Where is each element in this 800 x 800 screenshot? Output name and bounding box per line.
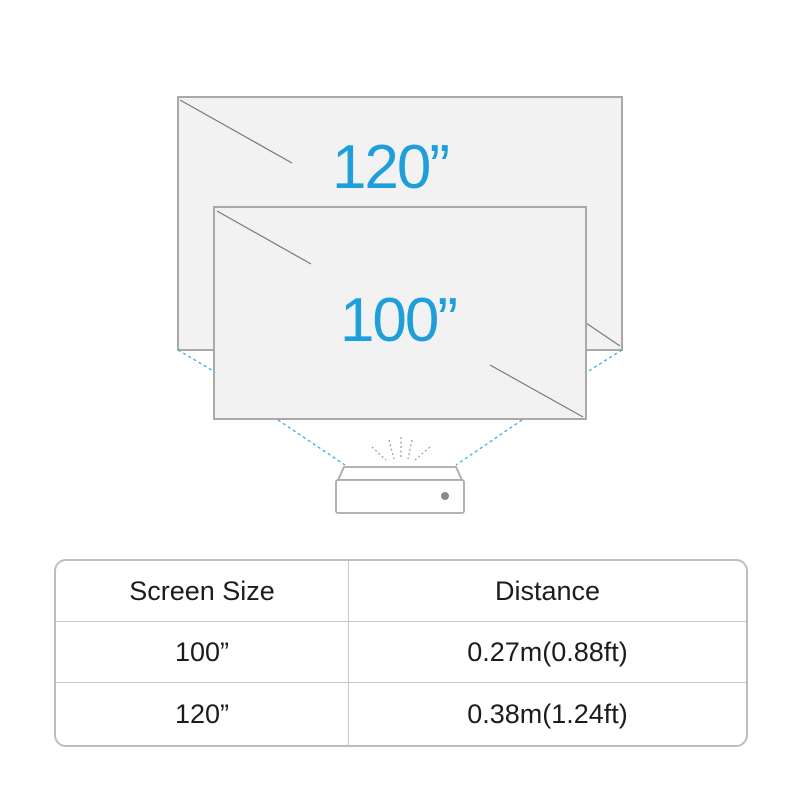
projection-line — [277, 419, 346, 466]
projection-line — [455, 419, 523, 466]
table-header-distance: Distance — [349, 561, 746, 622]
light-ray — [414, 446, 431, 461]
screen-120-glare-line — [179, 99, 293, 164]
throw-distance-table: Screen Size Distance 100” 0.27m(0.88ft) … — [54, 559, 748, 747]
screen-100-glare-line — [216, 210, 312, 265]
projector-lens-dot — [441, 492, 449, 500]
projection-line — [586, 349, 623, 373]
projector-body — [335, 479, 465, 514]
table-cell-size: 120” — [56, 683, 349, 745]
screen-120-label: 120” — [332, 133, 448, 202]
table-cell-size: 100” — [56, 622, 349, 683]
light-rays — [371, 437, 431, 461]
screen-100-glare-line — [489, 364, 584, 418]
screen-100: 100” — [213, 206, 587, 420]
projection-diagram: 120” 100” — [177, 96, 623, 514]
table-cell-distance: 0.27m(0.88ft) — [349, 622, 746, 683]
table-cell-distance: 0.38m(1.24ft) — [467, 698, 628, 729]
screen-120-glare-line — [585, 322, 621, 347]
light-ray — [388, 439, 395, 460]
screen-100-label: 100” — [340, 286, 456, 355]
table-header-screen-size: Screen Size — [56, 561, 349, 622]
light-ray — [407, 439, 413, 460]
projector-top — [336, 466, 464, 481]
projection-line — [177, 349, 216, 373]
projector-icon — [335, 466, 465, 514]
light-ray — [371, 446, 387, 461]
